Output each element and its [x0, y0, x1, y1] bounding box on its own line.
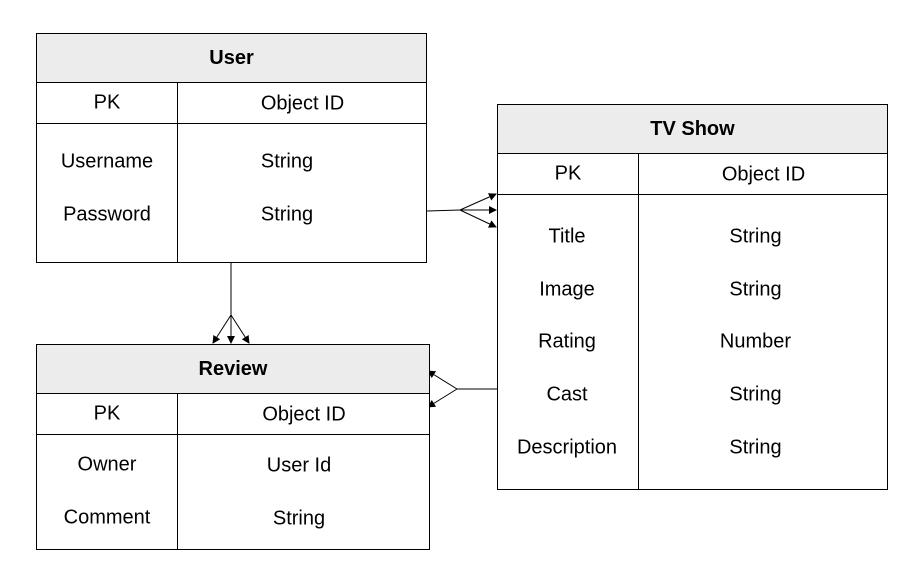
field-type: String: [260, 150, 314, 173]
entity-title: Review: [37, 345, 429, 394]
field-name: Password: [63, 203, 151, 226]
field-type: String: [729, 436, 782, 459]
pk-type: Object ID: [262, 403, 346, 426]
column-divider: [177, 83, 178, 262]
connector-user-tvshow: [426, 193, 497, 228]
field-type: String: [729, 225, 782, 248]
pk-row: [37, 394, 429, 435]
field-type: Number: [719, 330, 792, 353]
field-type: User Id: [266, 454, 332, 477]
connector-user-review: [212, 263, 250, 344]
field-name: Comment: [63, 506, 151, 529]
entity-review[interactable]: Review PK Object ID Owner User Id Commen…: [36, 344, 430, 550]
pk-row: [37, 83, 426, 124]
pk-type: Object ID: [260, 92, 345, 115]
entity-title: TV Show: [498, 105, 887, 154]
field-type: String: [729, 383, 782, 406]
field-name: Cast: [546, 383, 588, 406]
entity-tv-show[interactable]: TV Show PK Object ID Title String Image …: [497, 104, 888, 490]
pk-label: PK: [554, 162, 582, 185]
field-name: Description: [516, 436, 618, 459]
column-divider: [177, 394, 178, 549]
field-name: Rating: [538, 330, 596, 353]
field-type: String: [272, 507, 326, 530]
entity-user[interactable]: User PK Object ID Username String Passwo…: [36, 33, 427, 263]
entity-title: User: [37, 34, 426, 83]
field-name: Title: [548, 225, 586, 248]
pk-label: PK: [93, 402, 121, 425]
field-name: Owner: [77, 453, 137, 476]
field-name: Image: [539, 278, 595, 301]
pk-row: [498, 154, 887, 195]
column-divider: [638, 154, 639, 489]
connector-tvshow-review: [427, 370, 498, 408]
pk-label: PK: [93, 91, 121, 114]
field-type: String: [729, 278, 782, 301]
field-name: Username: [60, 150, 154, 173]
pk-type: Object ID: [721, 163, 806, 186]
field-type: String: [260, 203, 314, 226]
